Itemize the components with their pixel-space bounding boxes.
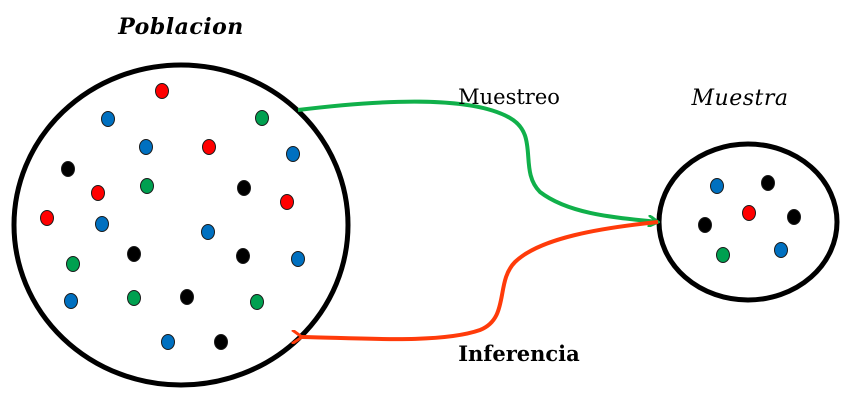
population-dot-black xyxy=(214,334,228,350)
sample-dot-green xyxy=(716,247,730,263)
sample-circle xyxy=(656,141,840,303)
population-dot-blue xyxy=(286,146,300,162)
sample-dot-black xyxy=(698,217,712,233)
inference-arrow xyxy=(302,220,659,339)
sample-title: Muestra xyxy=(691,86,789,111)
population-dot-blue xyxy=(64,293,78,309)
population-dot-blue xyxy=(291,251,305,267)
population-dot-red xyxy=(155,83,169,99)
population-dot-blue xyxy=(161,334,175,350)
sample-dot-red xyxy=(742,205,756,221)
population-dot-red xyxy=(280,194,294,210)
population-dot-blue xyxy=(201,224,215,240)
population-dot-red xyxy=(202,139,216,155)
population-dot-green xyxy=(255,110,269,126)
population-dot-green xyxy=(66,256,80,272)
population-dot-red xyxy=(91,185,105,201)
population-dot-blue xyxy=(101,111,115,127)
population-dot-black xyxy=(236,248,250,264)
sample-dot-blue xyxy=(774,242,788,258)
sample-dot-blue xyxy=(710,178,724,194)
population-dot-green xyxy=(250,294,264,310)
population-dot-black xyxy=(237,180,251,196)
inference-label: Inferencia xyxy=(458,341,580,366)
population-dots xyxy=(40,83,305,350)
sampling-label: Muestreo xyxy=(458,85,560,109)
population-dot-blue xyxy=(139,139,153,155)
population-title: Poblacion xyxy=(117,14,244,40)
population-dot-blue xyxy=(95,216,109,232)
sample-dot-black xyxy=(761,175,775,191)
population-dot-red xyxy=(40,210,54,226)
population-dot-green xyxy=(127,290,141,306)
population-dot-black xyxy=(61,161,75,177)
sample-dots xyxy=(698,175,801,263)
sampling-arrow xyxy=(297,99,658,222)
population-dot-black xyxy=(180,289,194,305)
population-dot-green xyxy=(140,178,154,194)
population-dot-black xyxy=(127,246,141,262)
population-circle xyxy=(11,62,351,388)
sample-dot-black xyxy=(787,209,801,225)
